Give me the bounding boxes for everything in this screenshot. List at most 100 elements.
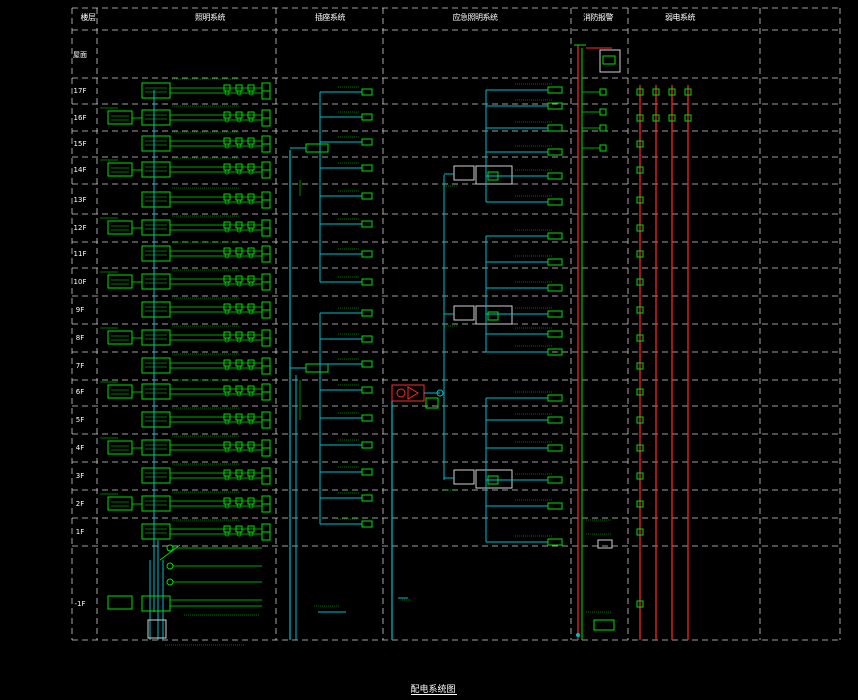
outlet-icon: [684, 88, 692, 96]
lamp-symbol-icon: [261, 253, 271, 263]
lamp-symbol-icon: [261, 143, 271, 153]
emergency-power-icon: [407, 386, 419, 400]
socket-symbol-icon: [361, 414, 373, 422]
distribution-panel-icon: [487, 311, 499, 321]
outlet-icon: [636, 306, 644, 314]
outlet-icon: [636, 334, 644, 342]
lamp-symbol-icon: [248, 117, 254, 123]
outlet-icon: [636, 88, 644, 96]
lamp-symbol-icon: [248, 143, 254, 149]
lamp-symbol-icon: [224, 447, 230, 453]
socket-symbol-icon: [361, 309, 373, 317]
detector-icon: [599, 88, 607, 96]
lamp-symbol-icon: [261, 161, 271, 171]
lamp-symbol-icon: [248, 199, 254, 205]
distribution-panel-icon: [107, 384, 133, 399]
lamp-symbol-icon: [236, 227, 242, 233]
outlet-icon: [636, 472, 644, 480]
em-lamp-icon: [547, 172, 563, 180]
em-lamp-icon: [547, 86, 563, 94]
caption-underline: [411, 694, 457, 695]
em-lamp-icon: [547, 502, 563, 510]
floor-label: 15F: [73, 140, 87, 148]
lamp-symbol-icon: [261, 383, 271, 393]
lamp-symbol-icon: [224, 117, 230, 123]
distribution-panel-icon: [141, 301, 171, 318]
distribution-panel-icon: [107, 440, 133, 455]
em-lamp-icon: [547, 284, 563, 292]
lamp-symbol-icon: [261, 281, 271, 291]
em-lamp-icon: [547, 310, 563, 318]
distribution-panel-icon: [141, 109, 171, 126]
socket-symbol-icon: [361, 192, 373, 200]
header-fire: 消防报警: [583, 13, 614, 22]
drawing-caption: 配电系统图: [410, 685, 456, 695]
emergency-box: [453, 165, 475, 181]
outlet-icon: [636, 140, 644, 148]
socket-symbol-icon: [361, 494, 373, 502]
lamp-symbol-icon: [248, 90, 254, 96]
lamp-symbol-icon: [248, 253, 254, 259]
socket-symbol-icon: [361, 441, 373, 449]
lamp-symbol-icon: [236, 309, 242, 315]
lamp-symbol-icon: [261, 411, 271, 421]
floor-label: 9F: [75, 306, 85, 314]
lamp-symbol-icon: [248, 475, 254, 481]
distribution-panel-icon: [141, 191, 171, 208]
distribution-panel-icon: [141, 82, 171, 99]
lamp-symbol-icon: [224, 531, 230, 537]
feeder-line: [159, 544, 181, 561]
distribution-panel-icon: [141, 135, 171, 152]
em-lamp-icon: [547, 148, 563, 156]
lamp-symbol-icon: [236, 143, 242, 149]
lamp-symbol-icon: [224, 391, 230, 397]
breaker-symbol: [436, 389, 444, 397]
outlet-icon: [636, 528, 644, 536]
lamp-symbol-icon: [261, 109, 271, 119]
socket-symbol-icon: [361, 360, 373, 368]
lamp-symbol-icon: [261, 419, 271, 429]
lamp-symbol-icon: [224, 199, 230, 205]
lamp-symbol-icon: [248, 447, 254, 453]
distribution-panel-icon: [107, 110, 133, 125]
lamp-symbol-icon: [236, 199, 242, 205]
distribution-panel-icon: [141, 439, 171, 456]
socket-symbol-icon: [361, 468, 373, 476]
distribution-panel-icon: [141, 161, 171, 178]
outlet-icon: [636, 362, 644, 370]
lamp-symbol-icon: [224, 90, 230, 96]
lamp-symbol-icon: [261, 135, 271, 145]
lamp-symbol-icon: [261, 191, 271, 201]
socket-symbol-icon: [361, 138, 373, 146]
em-lamp-icon: [547, 330, 563, 338]
socket-symbol-icon: [361, 164, 373, 172]
header-lighting: 照明系统: [195, 13, 226, 22]
floor-label: 10F: [73, 278, 87, 286]
fire-module-icon: [593, 619, 615, 631]
breaker-symbol: [166, 544, 174, 552]
distribution-panel-icon: [141, 357, 171, 374]
header-weak: 弱电系统: [665, 13, 696, 22]
lamp-symbol-icon: [248, 419, 254, 425]
lamp-symbol-icon: [261, 309, 271, 319]
em-lamp-icon: [547, 198, 563, 206]
header-floor: 楼层: [80, 13, 97, 22]
outlet-icon: [636, 388, 644, 396]
lamp-symbol-icon: [236, 503, 242, 509]
distribution-panel-icon: [141, 383, 171, 400]
lamp-symbol-icon: [236, 117, 242, 123]
floor-label: 8F: [75, 334, 85, 342]
distribution-panel-icon: [107, 595, 133, 610]
lamp-symbol-icon: [248, 227, 254, 233]
lamp-symbol-icon: [224, 365, 230, 371]
outlet-icon: [636, 196, 644, 204]
outlet-icon: [636, 444, 644, 452]
fire-terminal: [576, 633, 580, 637]
lamp-symbol-icon: [224, 169, 230, 175]
em-lamp-icon: [547, 258, 563, 266]
floor-label: 4F: [75, 444, 85, 452]
lamp-symbol-icon: [224, 281, 230, 287]
outlet-icon: [636, 114, 644, 122]
